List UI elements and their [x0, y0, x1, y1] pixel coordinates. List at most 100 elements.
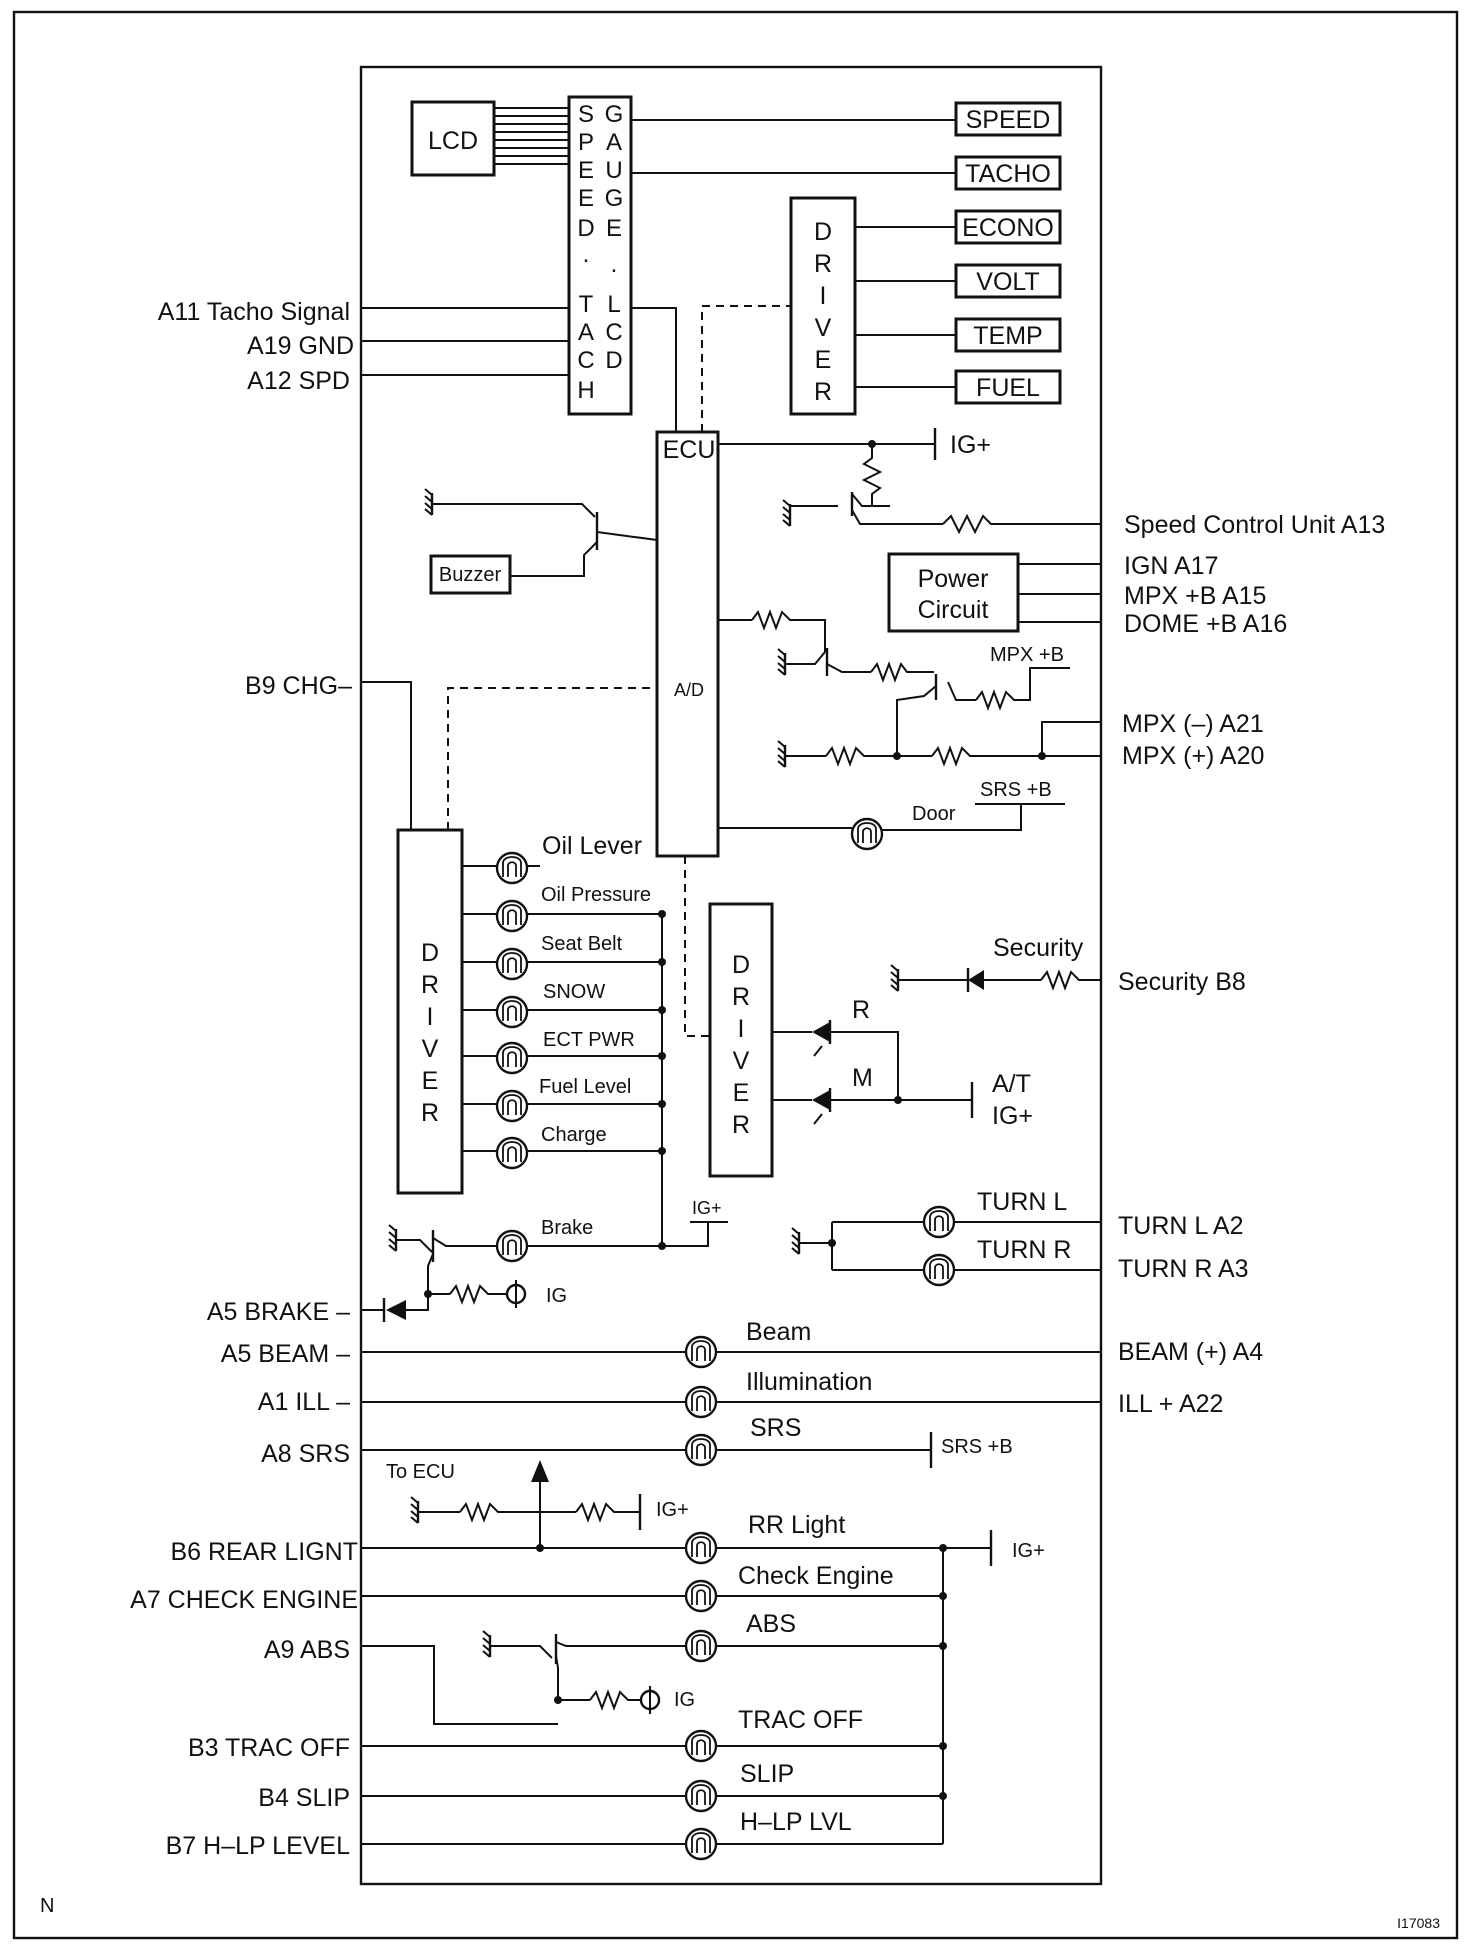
m-label: M	[852, 1064, 873, 1092]
ecu: ECU A/D	[655, 430, 720, 858]
abs-ig-label: IG	[674, 1689, 695, 1711]
power-circuit-label: Power	[918, 565, 989, 593]
lcd-label: LCD	[428, 127, 478, 155]
hlp-level-terminal: B7 H–LP LEVEL	[166, 1832, 350, 1860]
ect-pwr-lamp-icon	[495, 1041, 529, 1075]
at-ig-label: IG+	[992, 1102, 1033, 1130]
econo-gauge-label: ECONO	[962, 214, 1054, 242]
power-circuit-label: Circuit	[918, 596, 989, 624]
turn-signal-circuit: TURN L TURN R TURN L A2 TURN R A3	[790, 1188, 1249, 1287]
door-lamp-circuit: Door SRS +B	[718, 779, 1065, 851]
beam-label: Beam	[746, 1318, 811, 1346]
input-terminals-top: A11 Tacho Signal A19 GND A12 SPD	[158, 298, 354, 395]
slip-terminal: B4 SLIP	[258, 1784, 350, 1812]
gauge-letter: U	[605, 157, 622, 184]
illumination-lamp-icon	[684, 1385, 718, 1419]
hlp-lvl-label: H–LP LVL	[740, 1808, 852, 1836]
driver-letter: E	[422, 1067, 439, 1095]
ig-speed-control-circuit: IG+ Speed Control Unit A13	[718, 428, 1385, 539]
outer-frame	[12, 10, 1459, 1940]
beam-lamp-icon	[684, 1335, 718, 1369]
brake-lamp-icon	[495, 1229, 529, 1263]
ig-plus-supply: IG+	[950, 431, 991, 459]
gauge-letter: A	[606, 129, 622, 156]
buzzer-circuit: Buzzer	[423, 487, 658, 595]
temp-gauge-label: TEMP	[973, 322, 1042, 350]
gauge-chip-letters: G A U G E . L C D	[605, 101, 624, 374]
speedo-letter: E	[578, 185, 594, 212]
warning-driver: D R I V E R	[396, 828, 464, 1195]
oil-pressure-lamp-icon	[495, 899, 529, 933]
driver-letter: R	[732, 983, 750, 1011]
rr-ig-plus-supply-label: IG+	[1012, 1540, 1045, 1562]
brake-label: Brake	[541, 1217, 593, 1239]
gauge-outputs: SPEED TACHO ECONO VOLT TEMP FUEL	[954, 101, 1062, 405]
lower-warning-circuits: Check Engine A7 CHECK ENGINE ABS A9 ABS …	[130, 1548, 947, 1861]
buzzer-label: Buzzer	[439, 564, 502, 586]
speedo-letter: P	[578, 129, 594, 156]
r-m-indicator-circuit: R M A/T IG+	[772, 996, 1033, 1130]
mpx-b-label: MPX +B	[990, 644, 1064, 666]
beam-plus-terminal: BEAM (+) A4	[1118, 1338, 1263, 1366]
lcd-bus	[494, 107, 569, 165]
security-circuit: Security Security B8	[889, 934, 1246, 996]
gauge-letter: .	[611, 251, 618, 278]
gauge-driver-box	[789, 196, 857, 416]
mpx-plus-terminal: MPX (+) A20	[1122, 742, 1264, 770]
oil-lever-lamp-icon	[495, 851, 529, 885]
srs-b-supply-label: SRS +B	[941, 1436, 1013, 1458]
r-label: R	[852, 996, 870, 1024]
turn-l-terminal: TURN L A2	[1118, 1212, 1244, 1240]
lcd-block: LCD	[410, 100, 496, 177]
turn-l-lamp-icon	[922, 1205, 956, 1239]
gauge-letter: L	[607, 291, 620, 318]
mpx-communication-circuit: MPX +B MPX (–) A21 MPX (+) A20	[718, 609, 1264, 770]
driver-letter: D	[732, 951, 750, 979]
at-label: A/T	[992, 1070, 1031, 1098]
speedo-letter: .	[583, 241, 590, 268]
abs-label: ABS	[746, 1610, 796, 1638]
ecu-label: ECU	[663, 436, 716, 464]
rr-light-lamp-icon	[684, 1531, 718, 1565]
figure-id: I17083	[1397, 1915, 1440, 1931]
gnd-terminal: A19 GND	[247, 332, 354, 360]
speedo-letter: C	[577, 347, 594, 374]
check-engine-lamp-icon	[684, 1579, 718, 1613]
charge-lamp-icon	[495, 1136, 529, 1170]
speedo-chip-letters: S P E E D . T A C H	[577, 101, 594, 404]
mpx-minus-terminal: MPX (–) A21	[1122, 710, 1264, 738]
driver-letter: R	[814, 378, 832, 406]
turn-r-label: TURN R	[977, 1236, 1071, 1264]
warning-lamps	[495, 851, 529, 1170]
speedo-letter: S	[578, 101, 594, 128]
oil-lever-label: Oil Lever	[542, 832, 642, 860]
seat-belt-label: Seat Belt	[541, 933, 623, 955]
speedo-letter: D	[577, 215, 594, 242]
driver-letter: R	[814, 250, 832, 278]
fuel-level-label: Fuel Level	[539, 1076, 631, 1098]
ecu-links	[631, 119, 791, 432]
dome-b-terminal: DOME +B A16	[1124, 610, 1287, 638]
ign-terminal: IGN A17	[1124, 552, 1219, 580]
gauge-wires	[631, 119, 956, 388]
ill-plus-terminal: ILL + A22	[1118, 1390, 1223, 1418]
speedo-letter: H	[577, 377, 594, 404]
meter-housing	[359, 65, 1103, 1886]
chg-input: B9 CHG–	[245, 672, 657, 830]
abs-terminal: A9 ABS	[264, 1636, 350, 1664]
hlp-lvl-lamp-icon	[684, 1827, 718, 1861]
slip-label: SLIP	[740, 1760, 794, 1788]
rear-light-circuit: To ECU IG+ RR Light IG+ B6 REAR LIGNT	[170, 1460, 1045, 1566]
snow-lamp-icon	[495, 995, 529, 1029]
rr-light-label: RR Light	[748, 1511, 845, 1539]
abs-lamp-icon	[684, 1629, 718, 1663]
seat-belt-lamp-icon	[495, 947, 529, 981]
brake-ig-plus-label: IG+	[692, 1198, 722, 1218]
gauge-letter: D	[605, 347, 622, 374]
shift-driver: D R I V E R	[684, 856, 774, 1178]
brake-terminal: A5 BRAKE –	[207, 1298, 350, 1326]
chg-terminal: B9 CHG–	[245, 672, 352, 700]
temp-gauge-box	[954, 317, 1062, 353]
door-label: Door	[912, 803, 956, 825]
